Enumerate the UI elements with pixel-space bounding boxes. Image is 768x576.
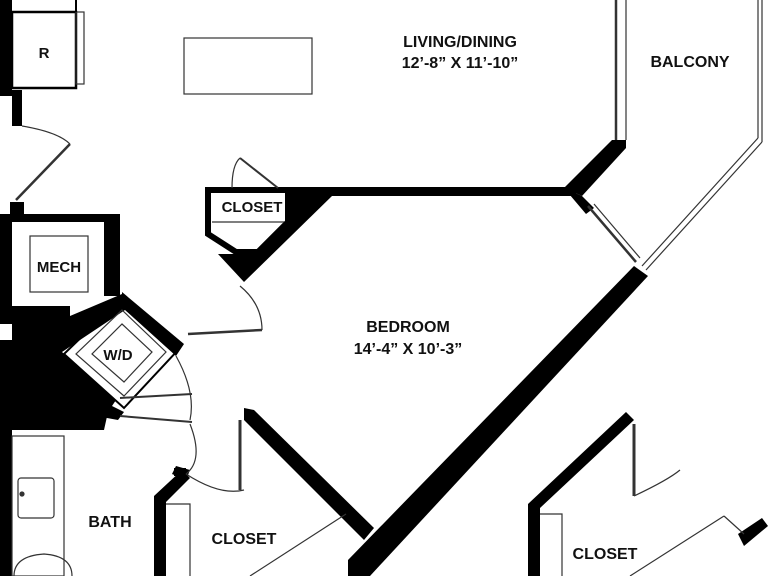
- wall-left-top: [0, 0, 12, 96]
- bath-sink-counter: [11, 435, 65, 576]
- closet-bottom-right-name: CLOSET: [573, 546, 638, 563]
- wd-inner: [75, 309, 167, 397]
- balcony-name: BALCONY: [650, 54, 729, 71]
- living-dining-dimensions: 12’-8” X 11’-10”: [402, 55, 519, 72]
- wall-bath-stub: [172, 466, 190, 480]
- wd-door-arc: [175, 355, 192, 421]
- refrigerator-label: R: [39, 45, 50, 62]
- linework: [10, 0, 763, 576]
- wall-left-mech: [0, 214, 12, 324]
- wall-living-diagonal: [564, 140, 626, 196]
- closet-top-name: CLOSET: [222, 199, 283, 216]
- wall-left-stub: [12, 90, 22, 126]
- wall-closet-wedge: [218, 187, 334, 282]
- door-left-leaf: [15, 143, 71, 201]
- bath-name: BATH: [88, 514, 131, 531]
- wall-bedroom-diagonal: [348, 266, 648, 576]
- wall-left-bath: [0, 430, 12, 576]
- wd-name: W/D: [103, 347, 132, 364]
- balcony-diagonal: [641, 137, 759, 267]
- closet-top-outline: [205, 187, 291, 255]
- wall-wd-lower: [96, 400, 124, 420]
- bedroom-door-arc: [239, 285, 263, 331]
- wall-closet-bl-bottom: [154, 470, 190, 576]
- wall-closet-br-right: [738, 518, 768, 546]
- balcony-door-leaf: [587, 205, 637, 263]
- wall-balcony-stub: [564, 188, 594, 214]
- wall-mech-top: [10, 214, 110, 222]
- door-left-swing: [21, 125, 71, 145]
- closet-top-door: [231, 157, 241, 189]
- wd-inner2: [91, 323, 153, 383]
- bedroom-name: BEDROOM: [366, 319, 450, 336]
- refrigerator-inner: [75, 11, 85, 85]
- bath-door-arc: [185, 423, 197, 475]
- bedroom-dimensions: 14’-4” X 10’-3”: [354, 341, 463, 358]
- living-dining-name: LIVING/DINING: [403, 34, 517, 51]
- bath-toilet: [13, 553, 73, 576]
- mech-unit: [29, 235, 89, 293]
- closet-bottom-left-name: CLOSET: [212, 531, 277, 548]
- labels: R LIVING/DINING 12’-8” X 11’-10” BALCONY…: [37, 34, 730, 563]
- wall-closet-br-left: [528, 412, 634, 576]
- wall-closet-bl-left: [244, 408, 374, 540]
- wall-mech-bottom: [10, 306, 70, 316]
- mech-name: MECH: [37, 259, 81, 276]
- wall-wd-mass: [0, 292, 184, 430]
- wall-bedroom-top: [286, 187, 576, 196]
- wall-mech-right: [104, 214, 120, 296]
- bath-sink-basin: [17, 477, 55, 519]
- wd-outer: [62, 296, 180, 410]
- kitchen-island: [183, 37, 313, 95]
